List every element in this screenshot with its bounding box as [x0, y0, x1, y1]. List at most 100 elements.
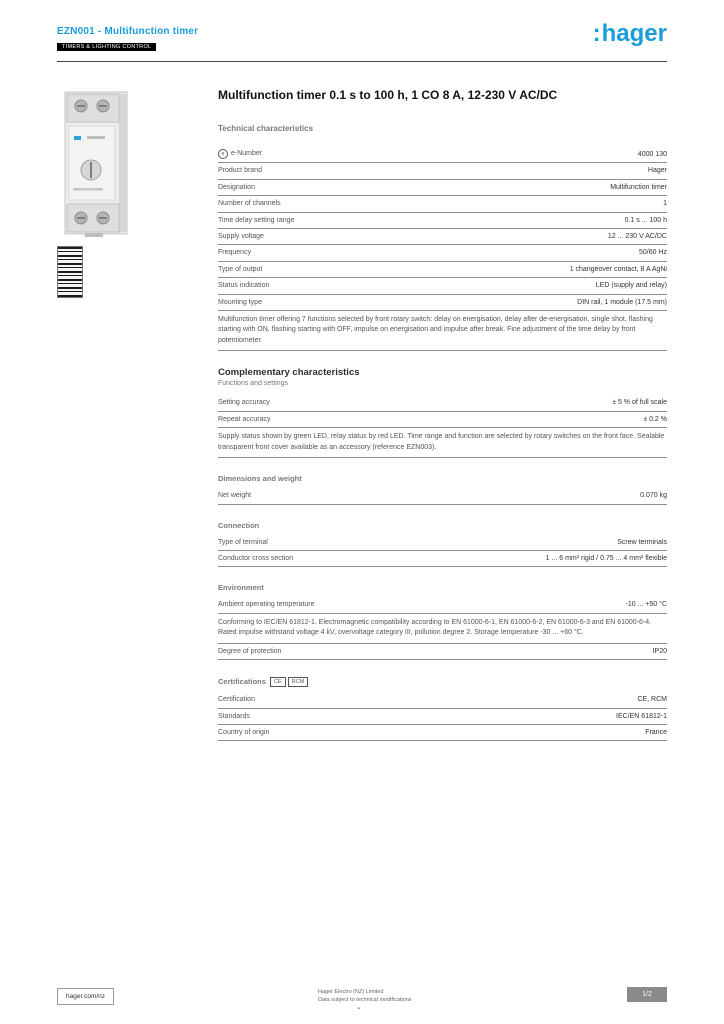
spec-row-enumber: e e-Number 4000 130 [218, 145, 667, 164]
logo-colon-icon: : [592, 20, 601, 47]
spec-label: Status indication [218, 282, 270, 290]
spec-value: 1 changeover contact, 8 A AgNi [569, 265, 667, 273]
spec-value: LED (supply and relay) [595, 282, 667, 290]
spec-row: Designation Multifunction timer [218, 180, 667, 197]
footer-legal-line2: Data subject to technical modifications [318, 997, 412, 1004]
spec-label: Conductor cross section [218, 554, 294, 562]
group-heading-certifications: Certifications CE RCM [218, 676, 667, 688]
spec-group-environment-bottom: Degree of protection IP20 [218, 644, 667, 661]
spec-row: Type of output 1 changeover contact, 8 A… [218, 262, 667, 279]
spec-note-complementary: Supply status shown by green LED, relay … [218, 428, 667, 459]
barcode-image [57, 246, 83, 298]
spec-row: Mounting type DIN rail, 1 module (17.5 m… [218, 295, 667, 311]
spec-label-wrap: e e-Number [218, 149, 263, 160]
spec-label: Designation [218, 183, 255, 191]
spec-row: Conductor cross section 1 ... 6 mm² rigi… [218, 551, 667, 568]
spec-row: Status indication LED (supply and relay) [218, 278, 667, 295]
spec-row: Frequency 50/60 Hz [218, 245, 667, 262]
group-heading-environment: Environment [218, 583, 264, 593]
group-subheading-complementary: Functions and settings [218, 380, 289, 388]
spec-group-main: Product brand Hager Designation Multifun… [218, 163, 667, 311]
spec-label: Certification [218, 696, 255, 704]
spec-row: Product brand Hager [218, 163, 667, 180]
spec-label: Number of channels [218, 200, 281, 208]
spec-row: Supply voltage 12 ... 230 V AC/DC [218, 229, 667, 246]
certification-mark-icon: CE [269, 677, 286, 688]
spec-label: Frequency [218, 249, 252, 257]
spec-group-connection: Type of terminal Screw terminals Conduct… [218, 535, 667, 568]
spec-value: Hager [647, 167, 667, 175]
spec-group-environment-top: Ambient operating temperature -10 ... +5… [218, 597, 667, 614]
spec-value: Multifunction timer [610, 183, 667, 191]
spec-row: Net weight 0.070 kg [218, 488, 667, 505]
spec-label: Country of origin [218, 728, 270, 736]
spec-value: 0.070 kg [640, 492, 667, 500]
e-number-icon: e [218, 149, 228, 160]
product-photo [57, 88, 137, 238]
certification-mark-icon: RCM [287, 677, 309, 688]
spec-row: Standards IEC/EN 61812-1 [218, 709, 667, 725]
spec-group-complementary: Setting accuracy ± 5 % of full scale Rep… [218, 395, 667, 429]
spec-row: Number of channels 1 [218, 196, 667, 213]
spec-group-certification: Certification CE, RCM Standards IEC/EN 6… [218, 692, 667, 742]
spec-row: Setting accuracy ± 5 % of full scale [218, 395, 667, 412]
spec-row: Ambient operating temperature -10 ... +5… [218, 597, 667, 614]
product-title: Multifunction timer 0.1 s to 100 h, 1 CO… [218, 88, 558, 102]
spec-label: Product brand [218, 167, 262, 175]
spec-value: -10 ... +50 °C [625, 601, 667, 609]
spec-value: France [645, 728, 667, 736]
spec-value: IP20 [652, 647, 667, 655]
spec-label: Time delay setting range [218, 216, 295, 224]
category-tag: TIMERS & LIGHTING CONTROL [57, 43, 157, 51]
group-heading-dimensions: Dimensions and weight [218, 474, 302, 484]
spec-label: e-Number [231, 150, 263, 158]
header-divider [57, 61, 667, 62]
spec-value: Screw terminals [617, 538, 667, 546]
spec-value: 4000 130 [637, 151, 667, 158]
spec-note-environment: Conforming to IEC/EN 61812-1. Electromag… [218, 614, 667, 644]
spec-label: Degree of protection [218, 647, 282, 655]
certifications-heading-label: Certifications [218, 677, 266, 687]
spec-value: ± 0.2 % [643, 415, 667, 423]
spec-value: ± 5 % of full scale [612, 399, 667, 407]
spec-label: Type of terminal [218, 538, 268, 546]
spec-row: Time delay setting range 0.1 s ... 100 h [218, 213, 667, 229]
footer-legal: Hager Electro (NZ) Limited Data subject … [318, 988, 412, 1005]
spec-value: IEC/EN 61812-1 [616, 712, 667, 720]
spec-label: Setting accuracy [218, 399, 270, 407]
spec-label: Type of output [218, 265, 263, 273]
page-indicator: 1/2 [627, 987, 667, 1002]
spec-label: Ambient operating temperature [218, 601, 315, 609]
spec-note-main: Multifunction timer offering 7 functions… [218, 311, 667, 352]
spec-value: CE, RCM [637, 696, 667, 704]
spec-group-dimensions: Net weight 0.070 kg [218, 488, 667, 505]
spec-value: DIN rail, 1 module (17.5 mm) [577, 298, 667, 306]
group-heading-complementary: Complementary characteristics [218, 367, 360, 379]
spec-value: 0.1 s ... 100 h [624, 216, 667, 224]
chevron-down-icon: ⌄ [356, 1004, 362, 1011]
spec-label: Standards [218, 712, 250, 720]
footer-site-link[interactable]: hager.com/nz [57, 988, 115, 1005]
hager-logo: :hager [593, 22, 667, 46]
spec-row: Type of terminal Screw terminals [218, 535, 667, 551]
spec-label: Net weight [218, 492, 252, 500]
din-module-image [64, 91, 128, 237]
spec-value: 1 [663, 200, 667, 208]
spec-row: Repeat accuracy ± 0.2 % [218, 412, 667, 429]
logo-text: hager [601, 20, 667, 47]
spec-label: Repeat accuracy [218, 415, 271, 423]
spec-label: Supply voltage [218, 232, 264, 240]
spec-value: 1 ... 6 mm² rigid / 0.75 ... 4 mm² flexi… [545, 554, 667, 562]
spec-row: Certification CE, RCM [218, 692, 667, 709]
section-title-technical: Technical characteristics [218, 124, 314, 134]
main-content: Multifunction timer 0.1 s to 100 h, 1 CO… [218, 88, 667, 742]
spec-row: Degree of protection IP20 [218, 644, 667, 661]
spec-value: 12 ... 230 V AC/DC [607, 232, 667, 240]
group-heading-connection: Connection [218, 520, 260, 530]
spec-value: 50/60 Hz [638, 249, 667, 257]
spec-label: Mounting type [218, 298, 262, 306]
certification-marks: CE RCM [269, 676, 309, 688]
spec-row: Country of origin France [218, 725, 667, 742]
footer-legal-line1: Hager Electro (NZ) Limited [318, 989, 384, 995]
